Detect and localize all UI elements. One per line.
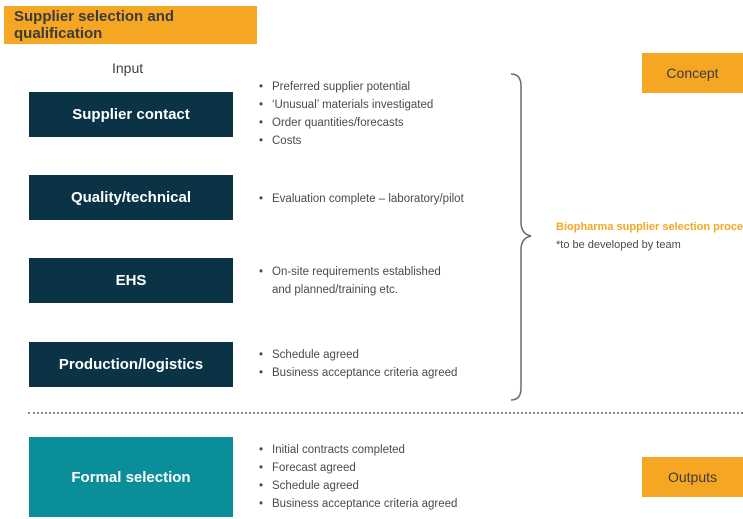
production-logistics-box: Production/logistics [29,342,233,387]
bullet-dot-icon: • [259,349,264,361]
outputs-tab: Outputs [642,457,743,497]
bullet-item: •Preferred supplier potential [258,78,433,96]
bullet-dot-icon: • [259,367,264,379]
bullet-item: •Business acceptance criteria agreed [258,495,457,513]
ehs-bullets: •On-site requirements established and pl… [258,263,441,299]
concept-tab: Concept [642,53,743,93]
supplier-contact-box: Supplier contact [29,92,233,137]
bullet-dot-icon: • [259,480,264,492]
bullet-dot-icon: • [259,193,264,205]
curly-brace-icon [510,73,532,401]
formal-selection-box: Formal selection [29,437,233,517]
bullet-item: •Schedule agreed [258,477,457,495]
bullet-dot-icon: • [259,117,264,129]
bullet-item: •‘Unusual’ materials investigated [258,96,433,114]
bullet-item: •Business acceptance criteria agreed [258,364,457,382]
input-heading: Input [112,60,144,76]
section-divider [28,412,743,414]
formal-selection-bullets: •Initial contracts completed •Forecast a… [258,441,457,513]
bullet-item: •On-site requirements established [258,263,441,281]
quality-technical-bullets: •Evaluation complete – laboratory/pilot [258,190,464,208]
process-note: *to be developed by team [556,239,681,251]
bullet-item: •Schedule agreed [258,346,457,364]
bullet-item: •Evaluation complete – laboratory/pilot [258,190,464,208]
page-title: Supplier selection and qualification [4,6,257,44]
bullet-dot-icon: • [259,444,264,456]
bullet-dot-icon: • [259,498,264,510]
bullet-item: •Initial contracts completed [258,441,457,459]
bullet-dot-icon: • [259,81,264,93]
bullet-item: •Order quantities/forecasts [258,114,433,132]
bullet-dot-icon: • [259,99,264,111]
ehs-box: EHS [29,258,233,303]
bullet-item-continued: and planned/training etc. [272,284,398,296]
bullet-dot-icon: • [259,135,264,147]
bullet-item: •Forecast agreed [258,459,457,477]
bullet-dot-icon: • [259,266,264,278]
process-title: Biopharma supplier selection process [556,221,743,233]
bullet-item: •Costs [258,132,433,150]
supplier-contact-bullets: •Preferred supplier potential •‘Unusual’… [258,78,433,150]
production-logistics-bullets: •Schedule agreed •Business acceptance cr… [258,346,457,382]
quality-technical-box: Quality/technical [29,175,233,220]
bullet-dot-icon: • [259,462,264,474]
